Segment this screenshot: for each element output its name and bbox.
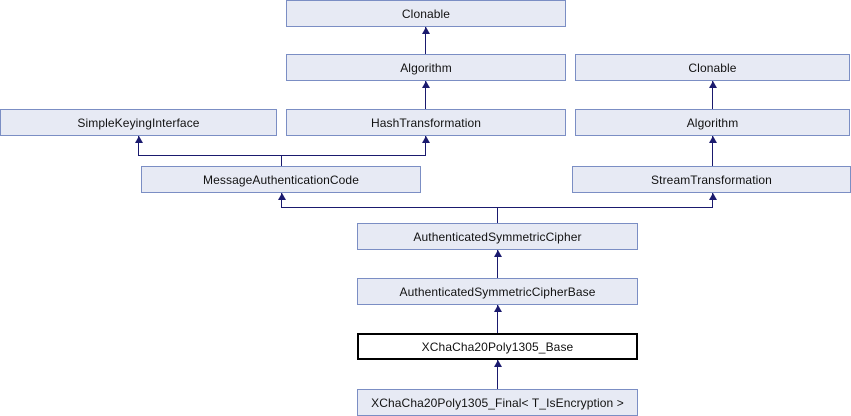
class-node-label: AuthenticatedSymmetricCipher [413,229,582,244]
class-node-label: HashTransformation [370,115,482,130]
edge-asc-to-stream-transformation [712,193,713,207]
edge-asc-drop [497,207,498,223]
edge-mac-drop [281,155,282,166]
edge-xbase-to-ascbase [497,305,498,333]
edge-xfinal-to-xbase [497,360,498,389]
class-node-algorithm-left[interactable]: Algorithm [286,54,566,81]
class-node-algorithm-right[interactable]: Algorithm [575,109,850,136]
edge-stream-transformation-to-algorithm-right [712,136,713,166]
class-node-clonable-top[interactable]: Clonable [286,0,566,27]
class-node-hash-transformation[interactable]: HashTransformation [286,109,566,136]
class-node-label: Clonable [688,60,737,75]
edge-asc-to-mac [281,193,282,207]
class-node-label: Algorithm [686,115,739,130]
arrow-hash-transformation-to-algorithm-left [422,81,430,88]
arrow-stream-transformation-to-algorithm-right [709,136,717,143]
arrow-mac-to-hash-transformation [422,136,430,143]
arrow-algorithm-left-to-clonable-top [422,27,430,34]
edge-ascbase-to-asc [497,250,498,278]
class-node-label: Clonable [401,6,451,21]
class-node-stream-transformation[interactable]: StreamTransformation [572,166,851,193]
arrow-asc-to-stream-transformation [709,193,717,200]
edge-hash-transformation-to-algorithm-left [425,81,426,109]
edge-mac-to-hash-transformation [425,136,426,155]
class-node-label: AuthenticatedSymmetricCipherBase [399,284,596,299]
arrow-xfinal-to-xbase [494,360,502,367]
class-node-label: XChaCha20Poly1305_Final< T_IsEncryption … [371,395,624,410]
class-node-label: StreamTransformation [651,172,772,187]
arrow-mac-to-simple-keying-interface [135,136,143,143]
edge-mac-to-simple-keying-interface [138,136,139,155]
class-node-authenticated-symmetric-cipher-base[interactable]: AuthenticatedSymmetricCipherBase [357,278,638,305]
class-node-xchacha20poly1305-base[interactable]: XChaCha20Poly1305_Base [357,333,638,360]
class-node-xchacha20poly1305-final[interactable]: XChaCha20Poly1305_Final< T_IsEncryption … [357,389,638,416]
arrow-ascbase-to-asc [494,250,502,257]
edge-algorithm-right-to-clonable-right [712,81,713,109]
class-node-label: Algorithm [400,60,452,75]
class-node-simple-keying-interface[interactable]: SimpleKeyingInterface [0,109,277,136]
class-node-authenticated-symmetric-cipher[interactable]: AuthenticatedSymmetricCipher [357,223,638,250]
class-node-label: MessageAuthenticationCode [203,172,359,187]
class-node-clonable-right[interactable]: Clonable [575,54,850,81]
arrow-xbase-to-ascbase [494,305,502,312]
edge-algorithm-left-to-clonable-top [425,27,426,54]
class-node-label: XChaCha20Poly1305_Base [421,339,574,354]
class-node-label: SimpleKeyingInterface [77,115,200,130]
edge-mac-bus [138,155,426,156]
class-node-message-authentication-code[interactable]: MessageAuthenticationCode [141,166,421,193]
arrow-asc-to-mac [278,193,286,200]
arrow-algorithm-right-to-clonable-right [709,81,717,88]
